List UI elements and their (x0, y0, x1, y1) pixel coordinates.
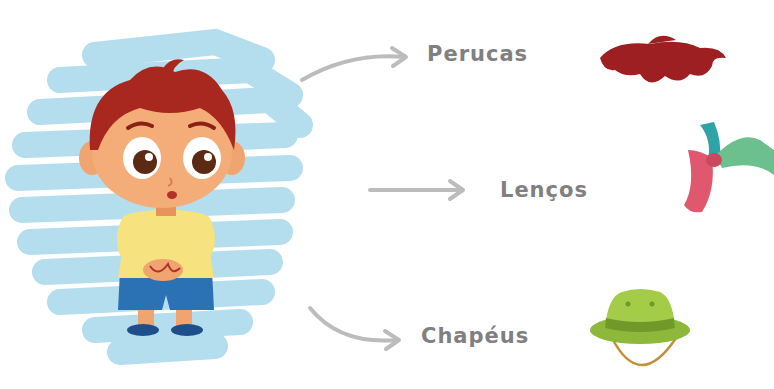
hat-icon (590, 289, 690, 365)
scarf-icon (684, 122, 774, 212)
item-label: Lenços (497, 176, 591, 205)
boy-figure (79, 59, 245, 336)
item-label: Perucas (424, 40, 531, 69)
crayon-background (18, 42, 300, 352)
item-label: Chapéus (418, 322, 532, 351)
pointer-arrow (302, 48, 463, 349)
wig-icon (600, 36, 726, 83)
